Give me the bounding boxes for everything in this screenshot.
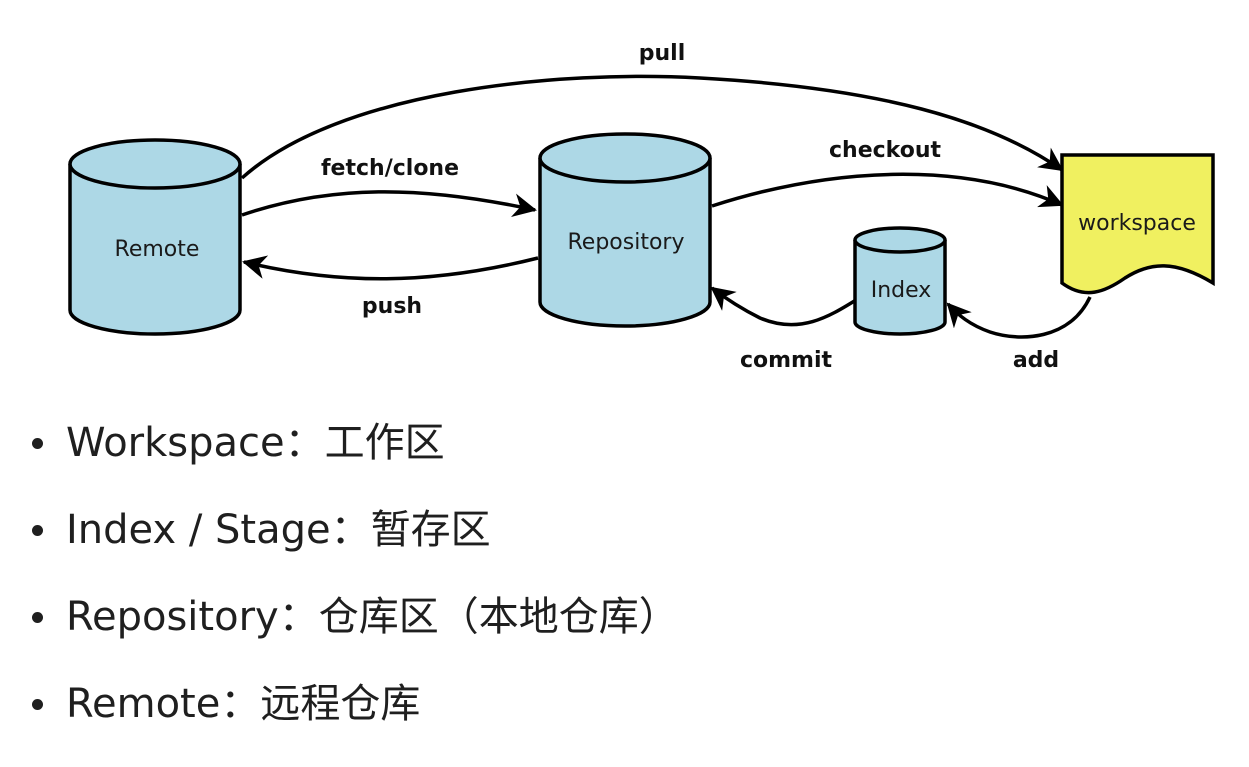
add-label: add	[1013, 348, 1059, 373]
pull-label: pull	[639, 41, 686, 66]
legend-term: Index / Stage	[66, 507, 331, 553]
fetch-clone-arrow	[241, 190, 537, 218]
push-arrow	[242, 255, 539, 281]
legend-term: Remote	[66, 681, 221, 727]
legend-separator: ：	[284, 420, 325, 466]
push-label: push	[362, 294, 422, 319]
legend-term: Repository	[66, 594, 279, 640]
legend-item-repository: Repository：仓库区（本地仓库）	[30, 574, 679, 661]
commit-arrow	[710, 286, 857, 327]
legend-desc: 远程仓库	[260, 681, 421, 727]
legend-desc: 工作区	[324, 420, 445, 466]
commit-label: commit	[740, 348, 833, 373]
legend-item-workspace: Workspace：工作区	[30, 400, 679, 487]
remote-label: Remote	[115, 237, 200, 262]
legend-item-remote: Remote：远程仓库	[30, 661, 679, 748]
workspace-label: workspace	[1078, 211, 1196, 236]
legend-separator: ：	[330, 507, 371, 553]
repository-node: Repository	[538, 132, 712, 328]
repository-label: Repository	[568, 230, 685, 255]
checkout-label: checkout	[829, 138, 941, 163]
legend-desc: 暂存区	[370, 507, 491, 553]
checkout-arrow	[711, 172, 1064, 208]
index-label: Index	[871, 278, 932, 303]
bullet-dot	[32, 699, 43, 710]
git-workflow-diagram: Remote Repository Index workspace pull f…	[68, 41, 1215, 373]
bullet-dot	[32, 525, 43, 536]
bullet-dot	[32, 438, 43, 449]
bullet-dot	[32, 612, 43, 623]
remote-node: Remote	[68, 138, 242, 336]
workspace-node: workspace	[1060, 153, 1215, 295]
legend-term: Workspace	[66, 420, 285, 466]
legend-separator: ：	[278, 594, 319, 640]
add-arrow	[946, 296, 1092, 339]
index-node: Index	[853, 226, 947, 336]
legend-desc: 仓库区（本地仓库）	[318, 594, 679, 640]
pull-arrow	[240, 74, 1064, 180]
legend-item-index: Index / Stage：暂存区	[30, 487, 679, 574]
legend-separator: ：	[220, 681, 261, 727]
fetch-clone-label: fetch/clone	[321, 156, 459, 181]
area-legend-list: Workspace：工作区 Index / Stage：暂存区 Reposito…	[30, 400, 679, 748]
